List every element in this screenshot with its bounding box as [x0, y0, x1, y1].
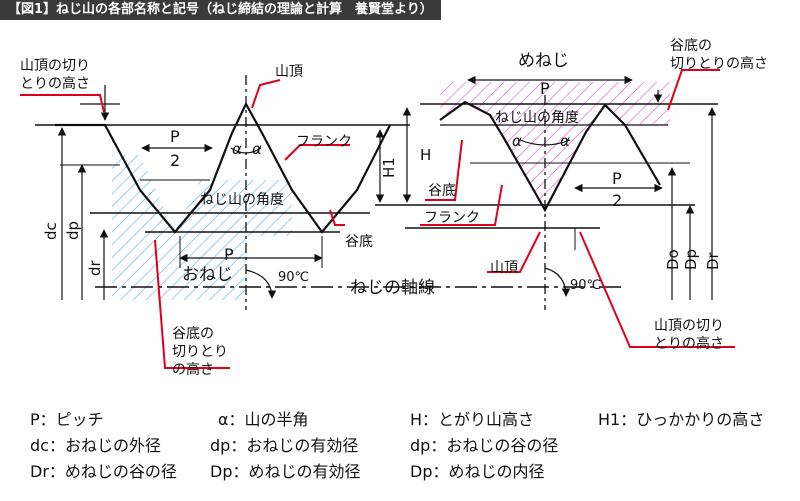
p-bottom-left: P	[224, 245, 234, 264]
red-leaders	[20, 69, 735, 369]
alpha-arc-right	[519, 139, 571, 146]
deg90-right: 90℃	[570, 278, 601, 293]
root-right-label: 谷底	[428, 183, 456, 199]
deg90-left: 90℃	[278, 270, 309, 285]
external-thread-label: おねじ	[182, 265, 233, 285]
legend-Dr: Dr：めねじの谷の径	[30, 462, 177, 481]
legend-dc: dc：おねじの外径	[30, 436, 161, 455]
flank-right-label: フランク	[424, 210, 480, 226]
dp-label: dp	[64, 221, 82, 240]
axis-label: ねじの軸線	[350, 278, 435, 298]
legend-half-angle: α：山の半角	[218, 410, 309, 429]
root-trunc-left-1: 谷底の	[172, 326, 214, 342]
p-half-right-num: P	[612, 169, 622, 188]
thread-angle-right: ねじ山の角度	[495, 110, 579, 126]
deg90-arc-left	[245, 269, 277, 299]
alpha-left-2: α	[252, 140, 262, 158]
root-trunc-left-2: 切りとり	[172, 344, 228, 360]
internal-thread-hatch	[440, 82, 670, 210]
p-half-top-den: 2	[170, 151, 180, 170]
root-left-label: 谷底	[345, 234, 373, 250]
crest-trunc-label-left-2: とりの高さ	[20, 75, 90, 92]
root-trunc-left-3: の高さ	[172, 361, 214, 378]
crest-trunc-label-left-1: 山頂の切り	[20, 58, 90, 74]
root-trunc-right-1: 谷底の	[670, 38, 712, 54]
legend-pitch: P：ピッチ	[30, 410, 104, 429]
crest-trunc-right-2: とりの高さ	[654, 335, 724, 352]
crest-trunc-right-1: 山頂の切り	[654, 318, 724, 334]
alpha-arc-left	[230, 147, 262, 154]
deg90-arc-right	[544, 267, 571, 297]
legend-engagement: H1：ひっかかりの高さ	[598, 410, 765, 429]
alpha-right-1: α	[512, 132, 522, 150]
legend-Dp-inner: Dp：めねじの内径	[410, 462, 545, 481]
crest-top-label: 山頂	[275, 64, 303, 80]
h1-label: H1	[380, 157, 398, 178]
alpha-right-2: α	[560, 132, 570, 150]
do-label: Do	[664, 249, 682, 270]
legend-dp-root: dp：おねじの谷の径	[410, 436, 559, 455]
dr-label: dr	[86, 259, 104, 276]
crest-right-label: 山頂	[490, 260, 518, 276]
p-top-right: P	[540, 79, 550, 98]
dc-label: dc	[42, 222, 60, 240]
legend-Dp: Dp：めねじの有効径	[210, 462, 361, 481]
thread-angle-left: ねじ山の角度	[200, 192, 284, 208]
figure-title: 【図1】ねじ山の各部名称と記号（ねじ締結の理論と計算 養賢堂より）	[0, 0, 441, 20]
legend-dp: dp：おねじの有効径	[210, 436, 359, 455]
thread-diagram: 山頂の切り とりの高さ 山頂 フランク P 2 α α ねじ山の角度 谷底 P …	[20, 38, 768, 378]
p-half-right-den: 2	[612, 191, 622, 210]
p-half-top-num: P	[170, 127, 180, 146]
dp-upper-label: Dp	[682, 249, 700, 270]
internal-thread-label: めねじ	[518, 51, 569, 71]
root-trunc-right-2: 切りとりの高さ	[670, 55, 768, 72]
legend-sharp-height: H：とがり山高さ	[410, 410, 535, 429]
external-thread-profile	[35, 101, 410, 234]
flank-top-label: フランク	[296, 134, 352, 150]
alpha-left-1: α	[232, 140, 242, 158]
h-label: H	[420, 146, 431, 164]
dr-upper-label: Dr	[704, 251, 722, 270]
